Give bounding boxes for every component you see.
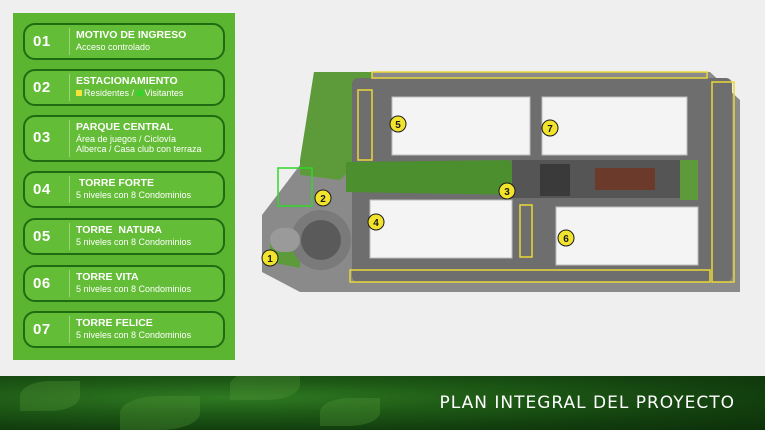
central-park-green <box>346 160 525 195</box>
parking-row-north <box>371 71 708 79</box>
leaf-decoration <box>20 381 80 411</box>
legend-number: 02 <box>33 79 51 96</box>
legend-item-torre-vita: 06 TORRE VITA 5 niveles con 8 Condominio… <box>23 265 225 302</box>
legend-panel: 01 MOTIVO DE INGRESO Acceso controlado 0… <box>13 13 235 360</box>
legend-divider <box>69 120 70 157</box>
svg-text:3: 3 <box>504 187 510 198</box>
torre-natura-building <box>391 96 531 156</box>
legend-item-torre-forte: 04 TORRE FORTE 5 niveles con 8 Condomini… <box>23 171 225 208</box>
entrance-gate <box>270 228 300 252</box>
visitor-parking-swatch <box>136 90 143 96</box>
legend-title: ESTACIONAMIENTO <box>76 75 178 87</box>
legend-description: Alberca / Casa club con terraza <box>76 144 202 154</box>
legend-divider <box>69 176 70 203</box>
site-plan-map: 1 2 3 4 5 6 7 <box>261 71 740 292</box>
svg-text:1: 1 <box>267 254 273 265</box>
legend-title: MOTIVO DE INGRESO <box>76 29 187 41</box>
svg-text:7: 7 <box>547 124 553 135</box>
map-marker-5: 5 <box>389 115 407 133</box>
legend-divider <box>69 74 70 101</box>
torre-felice-building <box>541 96 688 156</box>
map-marker-4: 4 <box>367 213 385 231</box>
pool-deck <box>595 168 655 190</box>
legend-description: 5 niveles con 8 Condominios <box>76 284 192 294</box>
legend-number: 03 <box>33 129 51 146</box>
visitor-parking <box>277 167 313 207</box>
map-marker-3: 3 <box>498 182 516 200</box>
svg-text:6: 6 <box>563 234 569 245</box>
torre-forte-building <box>369 199 513 259</box>
legend-title: TORRE FORTE <box>76 177 154 189</box>
parking-legend: Residentes / Visitantes <box>76 88 183 98</box>
legend-number: 04 <box>33 181 51 198</box>
legend-divider <box>69 270 70 297</box>
map-marker-2: 2 <box>314 189 332 207</box>
map-marker-7: 7 <box>541 119 559 137</box>
legend-item-torre-natura: 05 TORRE NATURA 5 niveles con 8 Condomin… <box>23 218 225 255</box>
club-house-roof <box>540 164 570 196</box>
legend-item-parque-central: 03 PARQUE CENTRAL Área de juegos / Ciclo… <box>23 115 225 162</box>
roundabout-center <box>301 220 341 260</box>
legend-number: 07 <box>33 321 51 338</box>
legend-number: 06 <box>33 275 51 292</box>
resident-parking-swatch <box>76 90 82 96</box>
footer-banner: PLAN INTEGRAL DEL PROYECTO <box>0 376 765 430</box>
legend-divider <box>69 223 70 250</box>
map-marker-1: 1 <box>261 249 279 267</box>
leaf-decoration <box>320 398 380 426</box>
legend-title: PARQUE CENTRAL <box>76 121 174 133</box>
svg-text:2: 2 <box>320 194 326 205</box>
legend-title: TORRE FELICE <box>76 317 153 329</box>
legend-item-motivo-de-ingreso: 01 MOTIVO DE INGRESO Acceso controlado <box>23 23 225 60</box>
legend-number: 05 <box>33 228 51 245</box>
resident-parking-label: Residentes <box>84 88 130 98</box>
green-area-east <box>680 160 698 200</box>
leaf-decoration <box>230 376 300 400</box>
leaf-decoration <box>120 396 200 430</box>
svg-text:5: 5 <box>395 120 401 131</box>
parking-row-south <box>349 269 711 283</box>
torre-vita-building <box>555 206 699 266</box>
legend-description: Área de juegos / Ciclovía <box>76 134 177 144</box>
map-marker-6: 6 <box>557 229 575 247</box>
legend-divider <box>69 28 70 55</box>
legend-description: Acceso controlado <box>76 42 151 52</box>
parking-row-east <box>711 81 735 283</box>
legend-item-estacionamiento: 02 ESTACIONAMIENTO Residentes / Visitant… <box>23 69 225 106</box>
footer-title: PLAN INTEGRAL DEL PROYECTO <box>439 393 735 413</box>
legend-description: 5 niveles con 8 Condominios <box>76 190 192 200</box>
svg-text:4: 4 <box>373 218 379 229</box>
legend-divider <box>69 316 70 343</box>
parking-row-center <box>519 204 533 258</box>
visitor-parking-label: Visitantes <box>144 88 184 98</box>
legend-title: TORRE VITA <box>76 271 139 283</box>
legend-number: 01 <box>33 33 51 50</box>
legend-description: 5 niveles con 8 Condominios <box>76 237 192 247</box>
legend-description: 5 niveles con 8 Condominios <box>76 330 192 340</box>
legend-title: TORRE NATURA <box>76 224 162 236</box>
parking-separator: / <box>131 88 135 98</box>
legend-item-torre-felice: 07 TORRE FELICE 5 niveles con 8 Condomin… <box>23 311 225 348</box>
parking-row-west <box>357 89 373 161</box>
